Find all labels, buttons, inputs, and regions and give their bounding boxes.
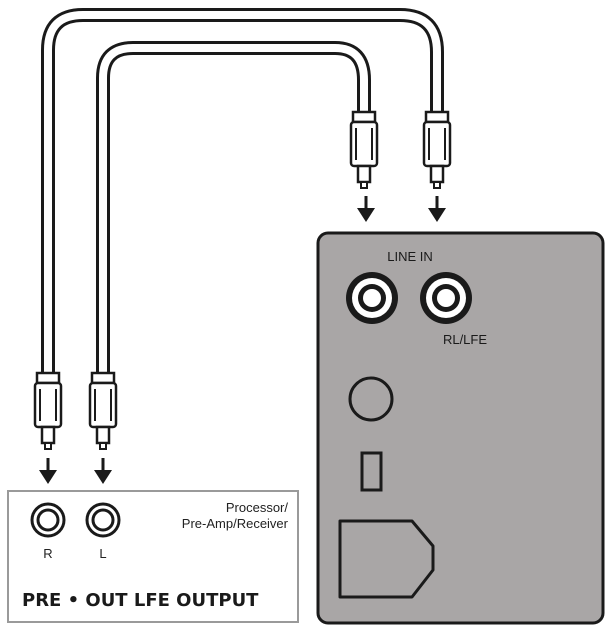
receiver-jack-r bbox=[30, 502, 66, 538]
line-in-jack-right bbox=[420, 272, 472, 324]
jack-label-l: L bbox=[99, 546, 106, 561]
rca-plug-line-in bbox=[349, 110, 379, 189]
subwoofer-back-panel bbox=[316, 231, 605, 625]
rca-cables bbox=[41, 8, 444, 382]
arrow-down-icon bbox=[428, 196, 446, 222]
arrow-down-icon bbox=[39, 458, 57, 484]
receiver-title: PRE • OUT LFE OUTPUT bbox=[22, 590, 259, 611]
receiver-label-line1: Processor/ bbox=[226, 500, 289, 515]
arrow-down-icon bbox=[94, 458, 112, 484]
rca-plug-receiver-l bbox=[88, 371, 118, 450]
rca-plug-receiver-r bbox=[33, 371, 63, 450]
receiver-jack-l bbox=[85, 502, 121, 538]
line-in-jack-left bbox=[346, 272, 398, 324]
switch-slot bbox=[360, 451, 383, 492]
subwoofer-panel: LINE IN RL/LFE bbox=[316, 231, 605, 625]
rl-lfe-label: RL/LFE bbox=[443, 332, 487, 347]
rca-plug-rl-lfe bbox=[422, 110, 452, 189]
receiver-label-line2: Pre-Amp/Receiver bbox=[182, 516, 289, 531]
round-socket bbox=[348, 376, 394, 422]
line-in-label: LINE IN bbox=[387, 249, 433, 264]
arrow-down-icon bbox=[357, 196, 375, 222]
receiver-panel: R L Processor/ Pre-Amp/Receiver PRE • OU… bbox=[7, 490, 299, 623]
power-inlet bbox=[338, 519, 435, 599]
jack-label-r: R bbox=[43, 546, 52, 561]
